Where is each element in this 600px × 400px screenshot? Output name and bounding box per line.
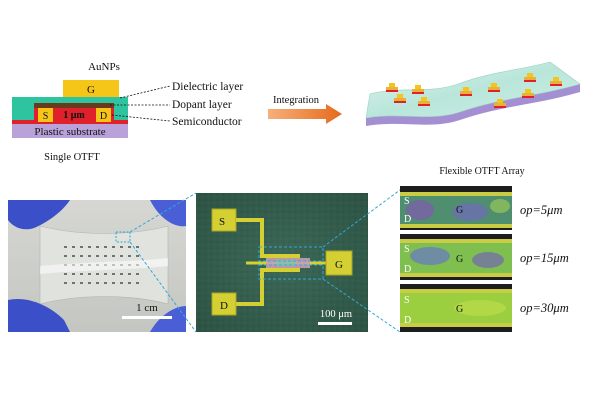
array-device [488, 83, 500, 92]
drain-trace [236, 268, 300, 306]
single-otft-diagram: AuNPs G S D 1 μm Plastic substrate Diele… [12, 61, 243, 163]
inset-3-g: G [456, 304, 463, 315]
source-electrode [38, 108, 53, 122]
inset-1-d: D [404, 214, 411, 225]
photo-scale-bar [122, 316, 172, 319]
gate-pad [325, 250, 353, 276]
highlight-box-upper [258, 246, 324, 262]
array-substrate-edge [366, 84, 580, 126]
source-trace [236, 218, 300, 258]
single-otft-caption: Single OTFT [44, 152, 100, 163]
inset-3-label: op=30μm [520, 301, 569, 315]
inset-3-d: D [404, 315, 411, 326]
inset-2-label: op=15μm [520, 251, 569, 265]
channel-length-label: 1 μm [63, 110, 85, 121]
inset-3-s: S [404, 295, 410, 306]
micrograph-scale-bar [318, 322, 352, 325]
zoom-line-inset-bottom [322, 278, 401, 333]
callout-dopant: Dopant layer [172, 99, 232, 111]
inset-1-g: G [456, 205, 463, 216]
integration-label: Integration [273, 95, 320, 106]
callout-line-dielectric [119, 85, 171, 99]
array-device [494, 99, 506, 108]
inset-1-s: S [404, 196, 410, 207]
micrograph-d-label: D [220, 300, 228, 312]
callout-dielectric: Dielectric layer [172, 81, 243, 93]
arrow-shape [268, 104, 342, 124]
film-reflection [40, 258, 168, 274]
array-caption: Flexible OTFT Array [439, 166, 524, 177]
zoom-line-inset-top [322, 189, 401, 248]
integration-arrow: Integration [268, 95, 342, 124]
array-device [522, 89, 534, 98]
gate-electrode [63, 80, 119, 97]
source-letter: S [43, 111, 49, 122]
micrograph-scale-label: 100 μm [320, 309, 352, 320]
device-photo: 1 cm [8, 200, 186, 332]
glove-top-right [150, 200, 186, 227]
array-device [418, 97, 430, 106]
array-devices [386, 73, 562, 108]
array-device [386, 83, 398, 92]
gate-material-label: AuNPs [88, 61, 120, 73]
highlight-box-lower [258, 264, 324, 280]
micrograph: S D G 100 μm [196, 193, 368, 332]
callout-line-semiconductor [111, 114, 171, 122]
array-device [550, 77, 562, 86]
photo-scale-label: 1 cm [136, 302, 158, 314]
inset-panel-2: S D G [400, 234, 512, 280]
micrograph-s-label: S [219, 216, 225, 228]
semiconductor-base [12, 120, 128, 124]
gate-letter: G [87, 84, 95, 96]
dopant-layer [34, 103, 114, 108]
zoom-region [115, 231, 131, 243]
drain-letter: D [100, 111, 107, 122]
array-device [524, 73, 536, 82]
array-device [394, 94, 406, 103]
inset-2-d: D [404, 264, 411, 275]
zoom-line-top [129, 192, 197, 233]
substrate-label: Plastic substrate [34, 126, 105, 138]
glove-bottom [8, 298, 70, 332]
inset-2-g: G [456, 254, 463, 265]
drain-electrode [96, 108, 111, 122]
inset-1-label: op=5μm [520, 203, 563, 217]
micrograph-g-label: G [335, 259, 343, 271]
inset-2-s: S [404, 244, 410, 255]
glove-top [8, 200, 70, 230]
array-device [412, 85, 424, 94]
flexible-otft-array: Flexible OTFT Array [365, 61, 581, 177]
plastic-substrate [12, 124, 128, 138]
zoom-line-bottom [129, 241, 197, 333]
callout-semiconductor: Semiconductor [172, 116, 242, 128]
inset-panel-3: S D G [400, 284, 512, 332]
semiconductor-layer [34, 108, 114, 120]
array-device [460, 87, 472, 96]
inset-panel-1: S D G [400, 186, 512, 230]
